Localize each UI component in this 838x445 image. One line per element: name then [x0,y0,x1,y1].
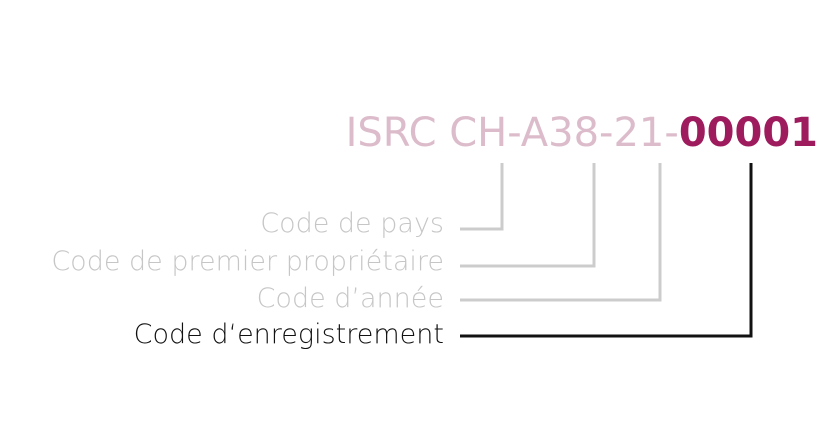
isrc-code-prefix: ISRC CH-A38-21- [345,110,679,156]
label-year-code: Code d’année [256,283,444,314]
label-recording-code: Code d‘enregistrement [133,319,444,350]
label-country-code: Code de pays [260,208,444,239]
connector-recording [460,163,753,338]
connector-year [460,163,662,302]
connector-first-owner [460,163,596,268]
isrc-code-recording: 00001 [678,110,818,156]
isrc-code: ISRC CH-A38-21-00001 [346,108,818,158]
connector-country [460,163,504,231]
label-first-owner-code: Code de premier propriétaire [51,246,444,277]
